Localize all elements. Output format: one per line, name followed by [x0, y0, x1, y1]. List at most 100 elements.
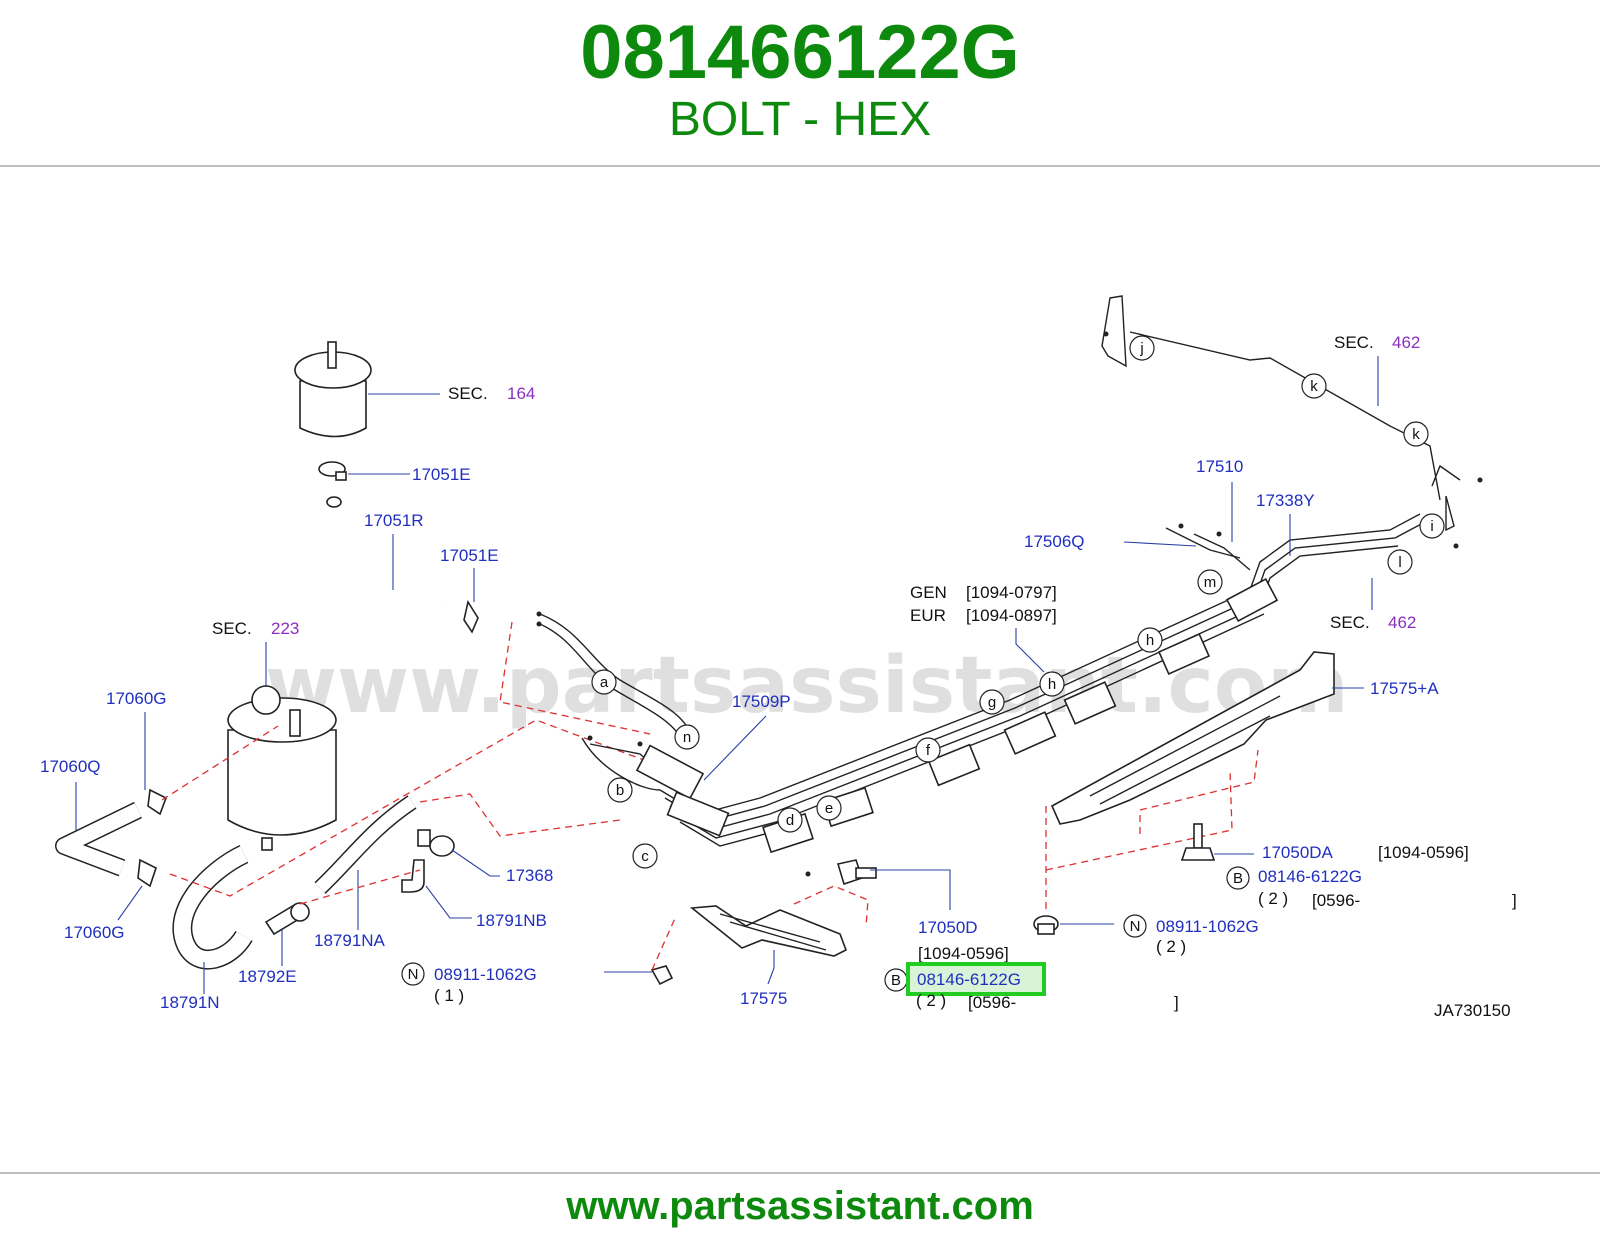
callout-letter-d: d	[786, 812, 794, 829]
header-divider	[0, 165, 1600, 167]
valve-18792E[interactable]	[264, 902, 310, 936]
connector-17368[interactable]	[417, 829, 455, 857]
label-17368[interactable]: 17368	[506, 866, 553, 885]
label-18791N[interactable]: 18791N	[160, 993, 220, 1012]
page-header: 081466122G BOLT - HEX	[0, 0, 1600, 168]
callout-B-right: B	[1233, 870, 1243, 887]
range-17050DA: [1094-0596]	[1378, 843, 1469, 862]
label-18791NA[interactable]: 18791NA	[314, 931, 386, 950]
clamp-17060G-bottom[interactable]	[137, 858, 157, 888]
callout-bubble-e	[816, 795, 842, 821]
callout-letter-i: i	[1430, 518, 1433, 535]
label-17050DA[interactable]: 17050DA	[1262, 843, 1334, 862]
sec462a-prefix: SEC.	[1334, 333, 1374, 352]
label-17051E-top[interactable]: 17051E	[412, 465, 471, 484]
qty-right-b: ( 2 )	[1258, 889, 1288, 908]
label-17338Y[interactable]: 17338Y	[1256, 491, 1315, 510]
sec462a-link[interactable]: 462	[1392, 333, 1420, 352]
range-right-b-close: ]	[1512, 891, 1517, 910]
range-center-b-close: ]	[1174, 993, 1179, 1012]
label-08146-6122G-highlighted[interactable]: 08146-6122G	[917, 970, 1021, 989]
hose-17051R[interactable]	[321, 509, 448, 613]
label-17510[interactable]: 17510	[1196, 457, 1243, 476]
callout-letter-f: f	[926, 742, 931, 759]
label-08911-1062G-left[interactable]: 08911-1062G	[434, 965, 537, 984]
label-18792E[interactable]: 18792E	[238, 967, 297, 986]
callout-letter-b: b	[616, 782, 624, 799]
callout-letter-m: m	[1204, 574, 1217, 591]
callout-bubble-g	[979, 689, 1005, 715]
sec462b-link[interactable]: 462	[1388, 613, 1416, 632]
sec223-link[interactable]: 223	[271, 619, 299, 638]
range-right-b: [0596-	[1312, 891, 1360, 910]
fuel-tube-bundle[interactable]	[536, 295, 1483, 877]
gen-label: GEN	[910, 583, 947, 602]
callout-letter-c: c	[641, 848, 649, 865]
label-18791NB[interactable]: 18791NB	[476, 911, 547, 930]
label-17506Q[interactable]: 17506Q	[1024, 532, 1085, 551]
label-17575[interactable]: 17575	[740, 989, 787, 1008]
label-17051E-mid[interactable]: 17051E	[440, 546, 499, 565]
footer-url[interactable]: www.partsassistant.com	[566, 1184, 1034, 1228]
protector-17575A[interactable]	[1050, 651, 1335, 825]
sec164-prefix: SEC.	[448, 384, 488, 403]
hose-18791NB[interactable]	[401, 859, 425, 893]
highlight-box	[906, 962, 1046, 996]
label-17509P[interactable]: 17509P	[732, 692, 791, 711]
label-08146-6122G-right[interactable]: 08146-6122G	[1258, 867, 1362, 886]
clamp-17060G-top[interactable]	[147, 788, 168, 816]
callout-letter-e: e	[825, 800, 833, 817]
callout-letter-l: l	[1398, 554, 1401, 571]
callout-bubble-h	[1137, 627, 1163, 653]
callout-bubble-m	[1197, 569, 1223, 595]
range-center-b: [0596-	[968, 993, 1016, 1012]
label-17051R[interactable]: 17051R	[364, 511, 424, 530]
qty-left-n: ( 1 )	[434, 986, 464, 1005]
range-17050D: [1094-0596]	[918, 944, 1009, 963]
part-description: BOLT - HEX	[668, 93, 932, 146]
callout-letter-h: h	[1048, 676, 1056, 693]
sec462b-prefix: SEC.	[1330, 613, 1370, 632]
parts-diagram: www.partsassistant.com SEC. 164 17051E 1…	[40, 295, 1517, 1020]
bolt-17050DA[interactable]	[1180, 823, 1216, 861]
fuel-filter-part[interactable]	[294, 341, 372, 438]
callout-letter-j: j	[1139, 340, 1143, 357]
footer-divider	[0, 1172, 1600, 1174]
qty-center-b: ( 2 )	[916, 991, 946, 1010]
callout-letter-k: k	[1412, 426, 1420, 443]
evap-canister[interactable]	[227, 685, 337, 851]
hose-17060Q[interactable]	[56, 803, 142, 876]
qty-right-n: ( 2 )	[1156, 937, 1186, 956]
label-17050D[interactable]: 17050D	[918, 918, 978, 937]
sec164-link[interactable]: 164	[507, 384, 535, 403]
eur-range: [1094-0897]	[966, 606, 1057, 625]
callout-N-left: N	[408, 966, 419, 983]
diagram-code: JA730150	[1434, 1001, 1511, 1020]
callout-B-center: B	[891, 972, 901, 989]
label-17060G-bottom[interactable]: 17060G	[64, 923, 125, 942]
label-17575A[interactable]: 17575+A	[1370, 679, 1439, 698]
label-17060Q[interactable]: 17060Q	[40, 757, 101, 776]
nut-left[interactable]	[650, 965, 674, 986]
nut-right[interactable]	[1033, 915, 1059, 935]
callout-letter-a: a	[600, 674, 609, 691]
callout-letter-g: g	[988, 694, 996, 711]
bracket-17575[interactable]	[689, 905, 848, 957]
bolt-hex-center[interactable]	[836, 859, 877, 886]
label-08911-1062G-right[interactable]: 08911-1062G	[1156, 917, 1259, 936]
callout-bubble-n	[674, 724, 700, 750]
part-number-title: 081466122G	[580, 10, 1020, 95]
callout-bubble-k	[1403, 421, 1429, 447]
callout-N-right: N	[1130, 918, 1141, 935]
hose-clamp-mid[interactable]	[463, 599, 479, 634]
callout-bubble-l	[1387, 549, 1413, 575]
hose-clamp-top[interactable]	[318, 461, 347, 481]
eur-label: EUR	[910, 606, 946, 625]
hose-18791NA[interactable]	[315, 796, 416, 893]
hose-18791N[interactable]	[173, 846, 252, 969]
callout-bubble-k	[1301, 373, 1327, 399]
label-17060G-top[interactable]: 17060G	[106, 689, 167, 708]
callout-bubble-f	[915, 737, 941, 763]
callout-bubble-b	[607, 777, 633, 803]
